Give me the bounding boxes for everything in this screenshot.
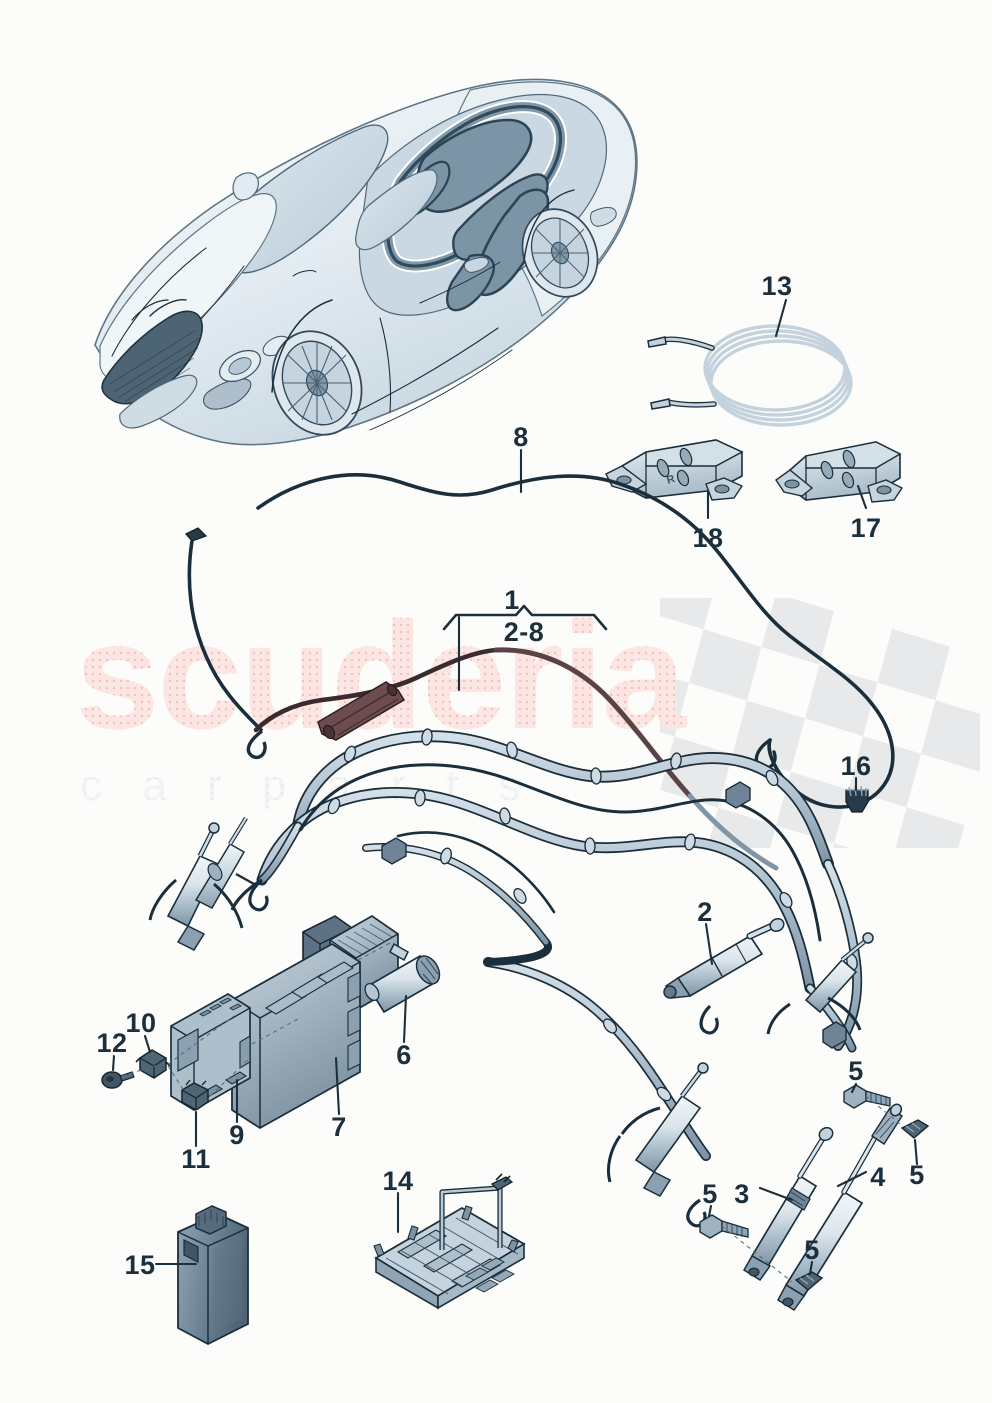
label-9: 9 bbox=[229, 1120, 245, 1150]
watermark-primary: scuderia bbox=[75, 591, 688, 761]
part-18-mounting-bracket-left: R bbox=[605, 439, 744, 501]
label-2-8: 2-8 bbox=[504, 617, 545, 647]
part-3-gas-strut bbox=[742, 1126, 834, 1282]
part-16-line-clip bbox=[845, 785, 869, 813]
part-1-hydraulic-line-assembly bbox=[148, 647, 874, 1228]
left-cylinder-cluster bbox=[148, 816, 263, 951]
label-5-right: 5 bbox=[909, 1160, 925, 1190]
label-10: 10 bbox=[125, 1008, 156, 1038]
label-1: 1 bbox=[504, 585, 520, 615]
group-bracket bbox=[442, 604, 608, 692]
part-17-mounting-bracket-right bbox=[775, 441, 904, 503]
part-13-hydraulic-hose-coil bbox=[647, 324, 853, 427]
bolt-upper bbox=[843, 1084, 891, 1109]
label-15: 15 bbox=[124, 1250, 155, 1280]
part-4-gas-strut-long bbox=[777, 1103, 904, 1312]
centre-cylinder bbox=[606, 1062, 709, 1228]
part-14-pump-mounting-tray bbox=[373, 1173, 526, 1310]
part-11-retaining-clip-lower bbox=[181, 1079, 209, 1111]
part-15-hydraulic-fluid-container bbox=[177, 1205, 249, 1346]
part-5-fasteners bbox=[699, 1084, 930, 1291]
label-5-upper: 5 bbox=[848, 1056, 864, 1086]
vehicle-illustration bbox=[94, 78, 638, 446]
part-12-grommet-plug bbox=[101, 1071, 135, 1089]
callout-labels: 1 2-8 2 3 4 5 5 5 5 6 7 8 9 10 11 12 13 … bbox=[96, 271, 924, 1280]
part-7-control-unit bbox=[228, 942, 361, 1130]
label-13: 13 bbox=[761, 271, 792, 301]
hose-clips bbox=[327, 728, 858, 1102]
rear-wheel bbox=[521, 208, 599, 298]
label-3: 3 bbox=[734, 1179, 750, 1209]
part-2-hydraulic-cylinder-small bbox=[663, 917, 785, 999]
clip-right bbox=[900, 1119, 930, 1139]
label-7: 7 bbox=[331, 1112, 347, 1142]
bracket-left-marking: R bbox=[665, 473, 676, 487]
label-6: 6 bbox=[396, 1040, 412, 1070]
label-5-left: 5 bbox=[702, 1179, 718, 1209]
right-cylinder-cluster bbox=[766, 932, 874, 1035]
label-11: 11 bbox=[181, 1144, 211, 1174]
label-8: 8 bbox=[513, 422, 529, 452]
leader-lines bbox=[111, 298, 919, 1283]
label-4: 4 bbox=[870, 1162, 886, 1192]
label-18: 18 bbox=[692, 523, 723, 553]
label-14: 14 bbox=[382, 1166, 413, 1196]
inline-valve-body bbox=[317, 681, 406, 741]
label-2: 2 bbox=[697, 897, 713, 927]
label-17: 17 bbox=[850, 513, 881, 543]
bolt-lower-left bbox=[699, 1214, 749, 1239]
label-12: 12 bbox=[96, 1028, 127, 1058]
front-wheel bbox=[271, 330, 363, 436]
clip-bottom bbox=[794, 1271, 824, 1291]
label-16: 16 bbox=[840, 751, 871, 781]
hose-junctions bbox=[381, 781, 847, 1049]
label-5-lower: 5 bbox=[804, 1235, 820, 1265]
